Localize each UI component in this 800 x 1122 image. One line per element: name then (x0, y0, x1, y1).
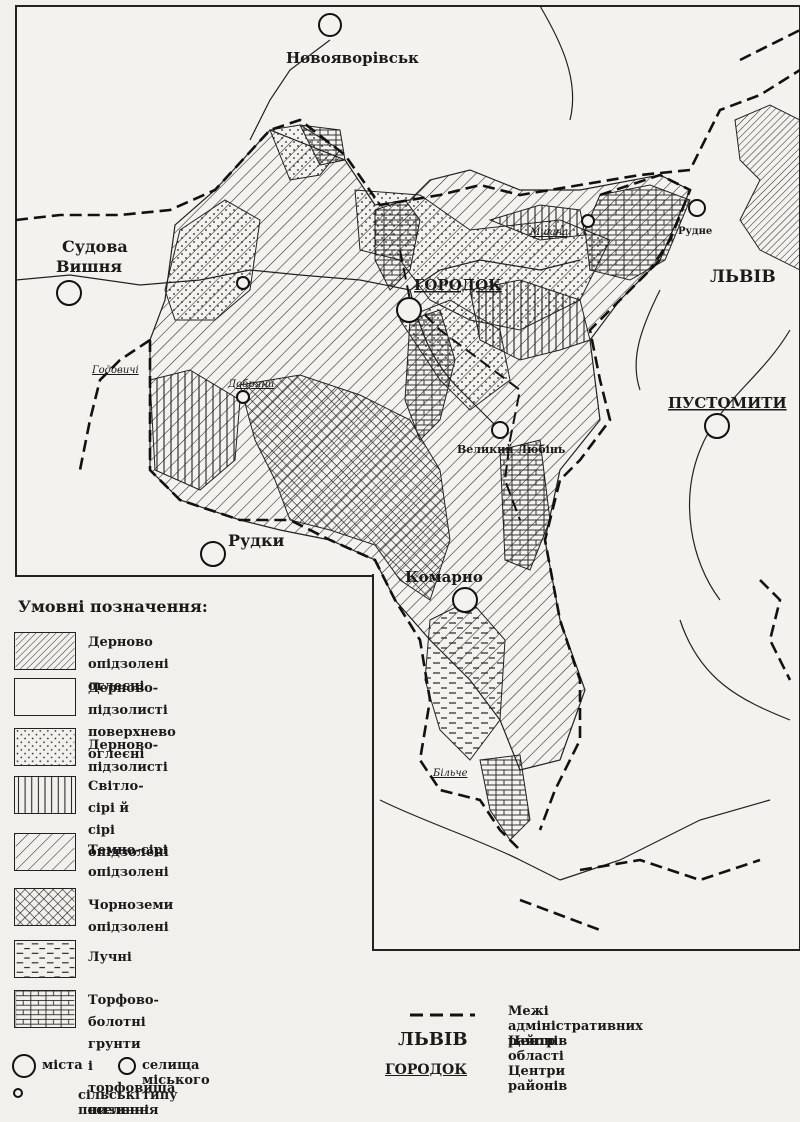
legend-city-symbol (12, 1054, 36, 1078)
legend-region-center-sample: ЛЬВІВ (398, 1029, 468, 1050)
legend-row-sod-podzolic-surface-gleyed: Дерново-підзолисті поверхнево оглеєні (14, 678, 176, 766)
village-marker-1 (236, 276, 250, 290)
legend-row-chernozem: Чорноземи опідзолені (14, 888, 173, 939)
legend-village-symbol (13, 1088, 23, 1098)
label-dobriany: Добряни (227, 379, 274, 390)
legend-row-light-grey: Світло-сірі й сірі опідзолені (14, 776, 169, 864)
label-horodok: ГОРОДОК (414, 276, 502, 294)
legend-town-symbol (118, 1057, 136, 1075)
label-hodovychi: Годовичі (91, 365, 139, 376)
admin-boundaries (15, 28, 800, 932)
place-labels: Новояворівськ Судова Вишня ГОРОДОК ЛЬВІВ… (56, 49, 787, 779)
soil-legend: Умовні позначення: (14, 597, 374, 624)
legend-label: Дерново-підзолисті (88, 681, 168, 718)
label-pustomyty: ПУСТОМИТИ (668, 394, 787, 412)
settlement-legend-symbols (12, 1054, 136, 1098)
legend-row-sod-podzolized-gleyed: Дерново опідзолені оглеєні (14, 632, 169, 698)
soil-zones (149, 104, 800, 841)
city-marker-komarno (452, 587, 478, 613)
legend-row-meadow: Лучні (14, 940, 132, 978)
swatch-diagonal (14, 833, 76, 871)
label-velykyi-liubin: Великий Любінь (457, 443, 566, 456)
settlement-markers (56, 13, 730, 613)
swatch-hatch-dense (14, 632, 76, 670)
legend-label: Лучні (88, 950, 132, 965)
legend-district-center-sample: ГОРОДОК (385, 1062, 467, 1078)
village-marker-mshana (581, 214, 595, 228)
legend-row-sod-podzolic: Дерново-підзолисті (14, 728, 168, 779)
label-rudne: Рудне (678, 226, 712, 237)
legend-label: Темно-сірі опідзолені (88, 843, 169, 880)
legend-label: Дерново-підзолисті (88, 738, 168, 775)
legend-towns-label: селища міського типу (142, 1058, 210, 1103)
legend-boundary-label: Межі адміністративних районів (508, 1004, 643, 1049)
swatch-dashes (14, 940, 76, 978)
swatch-vertical (14, 776, 76, 814)
label-mshana: Мшана (529, 227, 568, 238)
legend-region-center-label: Центр області (508, 1034, 564, 1064)
legend-label-2: поверхнево оглеєні (88, 725, 176, 762)
city-marker-horodok (396, 297, 422, 323)
town-marker-velykyi-liubin (491, 421, 509, 439)
city-marker-pustomyty (704, 413, 730, 439)
rivers (15, 5, 791, 881)
label-sudova-vyshnia-1: Судова (62, 237, 128, 256)
legend-label-2: сірі опідзолені (88, 823, 169, 860)
label-lviv: ЛЬВІВ (710, 267, 776, 287)
label-rudky: Рудки (228, 531, 284, 550)
town-marker-rudne (688, 199, 706, 217)
label-komarno: Комарно (405, 568, 483, 586)
legend-label: Чорноземи опідзолені (88, 898, 174, 935)
village-marker-dobriany (236, 390, 250, 404)
legend-label: Світло-сірі й (88, 779, 144, 816)
swatch-dots (14, 728, 76, 766)
label-bilche: Більче (432, 768, 468, 779)
legend-title: Умовні позначення: (18, 597, 208, 616)
city-marker-sudova-vyshnia (56, 280, 82, 306)
label-novoiavorivsk: Новояворівськ (286, 49, 419, 67)
swatch-blank (14, 678, 76, 716)
swatch-bricks (14, 990, 76, 1028)
city-marker-novoiavorivsk (318, 13, 342, 37)
legend-label: Дерново опідзолені (88, 635, 169, 672)
swatch-crosshatch (14, 888, 76, 926)
legend-label-2: оглеєні (88, 679, 145, 694)
legend-cities-label: міста (42, 1058, 83, 1073)
label-sudova-vyshnia-2: Вишня (56, 257, 122, 276)
legend-row-dark-grey: Темно-сірі опідзолені (14, 833, 169, 884)
city-marker-rudky (200, 541, 226, 567)
legend-label: Торфово-болотні грунти (88, 993, 159, 1052)
legend-villages-label: сільські поселення (78, 1088, 159, 1118)
legend-district-centers-label: Центри районів (508, 1064, 568, 1094)
